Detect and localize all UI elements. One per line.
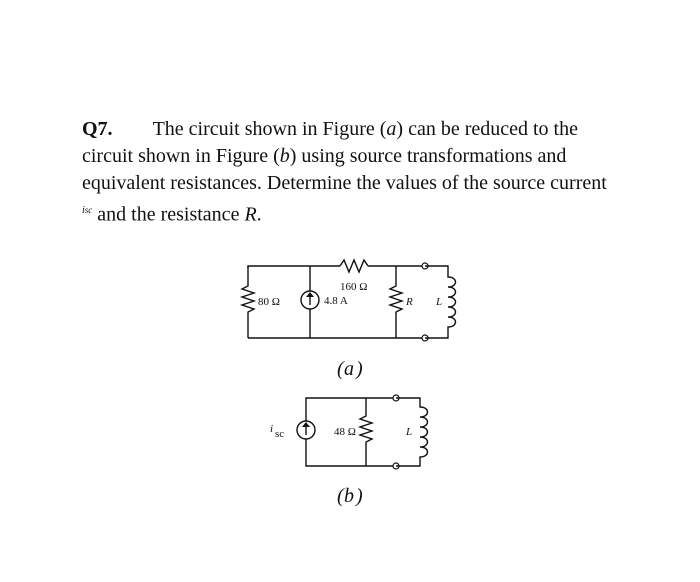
question-period: . — [256, 203, 262, 226]
fig-b-label-isc-sub: sc — [275, 428, 284, 440]
question-text-part-2: ) can be reduced to the circuit shown in… — [82, 118, 578, 167]
fig-a-caption-open: ( — [337, 358, 345, 380]
question-text-part-1: The circuit shown in Figure ( — [152, 118, 387, 140]
fig-a-label-160: 160 Ω — [340, 281, 367, 293]
fig-a-resistor-r — [387, 266, 405, 338]
fig-b-label-48: 48 Ω — [334, 426, 356, 438]
fig-a-source-arrow-icon — [306, 292, 314, 297]
fig-a-resistor-80 — [239, 266, 257, 338]
fig-b-caption-open: ( — [337, 485, 345, 507]
fig-b-label-isc-i: i — [270, 423, 273, 435]
fig-a-caption: a — [344, 358, 354, 380]
isc-symbol: i — [82, 205, 85, 216]
fig-b-current-source — [296, 420, 316, 440]
fig-a-label-l: L — [435, 296, 442, 308]
resistance-symbol: R — [244, 203, 257, 226]
figure-a-circuit: 160 Ω 80 Ω 4.8 A R L ( a ) — [239, 258, 457, 380]
question-text-part-4: and the resistance — [92, 203, 245, 226]
fig-b-caption-close: ) — [355, 485, 363, 507]
fig-b-source-arrow-icon — [302, 422, 310, 427]
fig-a-resistor-160 — [339, 258, 369, 274]
fig-b-caption: b — [344, 485, 354, 507]
figure-b-circuit: i sc 48 Ω L ( b ) — [270, 394, 429, 507]
fig-b-top-wire — [305, 397, 396, 421]
fig-b-label-l: L — [405, 426, 412, 438]
fig-a-inductor — [425, 265, 457, 339]
question-text-part-3: ) using source transformations and equiv… — [82, 145, 607, 194]
fig-a-label-r: R — [405, 296, 413, 308]
question-number: Q7. — [82, 118, 113, 140]
figure-a-reference: a — [386, 118, 397, 140]
isc-subscript: sc — [84, 205, 93, 215]
figure-b-reference: b — [279, 145, 290, 167]
fig-a-top-wire-left — [247, 265, 340, 268]
fig-a-label-source: 4.8 A — [324, 295, 348, 307]
fig-b-inductor — [396, 397, 429, 467]
fig-a-label-80: 80 Ω — [258, 296, 280, 308]
question-text: Q7. The circuit shown in Figure (a) can b… — [82, 116, 622, 229]
fig-b-bottom-wire — [305, 439, 396, 467]
fig-b-resistor-48 — [357, 398, 375, 466]
fig-a-caption-close: ) — [355, 358, 363, 380]
